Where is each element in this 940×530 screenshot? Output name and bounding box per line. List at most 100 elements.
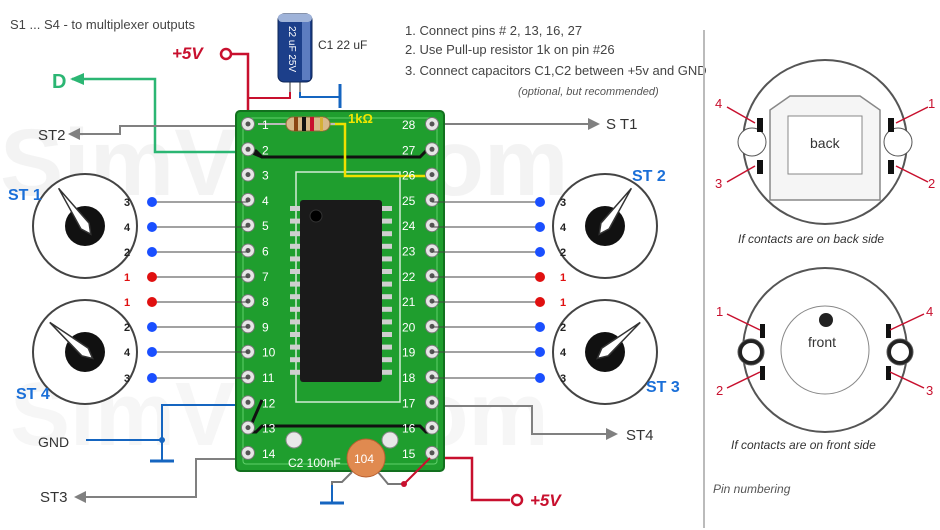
encoder-front-view <box>726 267 925 433</box>
row-dot <box>147 297 157 307</box>
encoder-pin-label: 2 <box>560 322 566 334</box>
chip-leg <box>290 281 300 287</box>
board-pin-label: 15 <box>402 447 416 461</box>
board-pin-hole <box>245 146 251 152</box>
board-pin-label: 26 <box>402 169 416 183</box>
chip-leg <box>290 332 300 337</box>
board-pin-hole <box>245 197 251 203</box>
board-pin-label: 16 <box>402 422 416 436</box>
capacitor-c2-label: C2 100nF <box>288 456 341 470</box>
capacitor-c1-label: C1 22 uF <box>318 38 367 52</box>
resistor-label: 1kΩ <box>348 111 373 126</box>
front-pin-label: 1 <box>716 304 723 319</box>
capacitor-c1 <box>277 13 313 92</box>
chip-leg <box>290 319 300 325</box>
header-note: S1 ... S4 - to multiplexer outputs <box>10 17 195 32</box>
chip-leg <box>382 281 392 287</box>
multiplexer-chip <box>300 200 382 382</box>
board-pin-label: 10 <box>262 346 276 360</box>
board-pin-hole <box>429 172 435 178</box>
label-st3: ST3 <box>40 489 68 506</box>
back-pin-label: 3 <box>715 176 722 191</box>
front-pin-label: 2 <box>716 383 723 398</box>
gnd-junction <box>159 437 165 443</box>
front-pin-label: 4 <box>926 304 933 319</box>
instruction-line: 1. Connect pins # 2, 13, 16, 27 <box>405 23 582 38</box>
back-label: back <box>810 135 841 151</box>
board-pin-label: 3 <box>262 169 269 183</box>
wire-st2 <box>72 125 248 135</box>
board-pin-label: 7 <box>262 270 269 284</box>
board-pin-hole <box>429 121 435 127</box>
encoder-pin-label: 4 <box>124 222 131 234</box>
encoder-pin-label: 1 <box>124 272 130 284</box>
board-pin-hole <box>245 374 251 380</box>
board-pin-label: 18 <box>402 371 416 385</box>
chip-leg <box>382 332 392 337</box>
arrow-st4 <box>606 428 618 440</box>
board-pin-hole <box>429 425 435 431</box>
front-pin-label: 3 <box>926 383 933 398</box>
back-pin-label: 4 <box>715 96 722 111</box>
encoder-pin-label: 2 <box>124 322 130 334</box>
instruction-optional: (optional, but recommended) <box>518 86 659 98</box>
wire-gnd <box>86 404 248 441</box>
label-d: D <box>52 71 66 93</box>
board-pin-label: 14 <box>262 447 276 461</box>
chip-leg <box>290 206 300 211</box>
label-st2: ST2 <box>38 127 66 144</box>
wire-st4 <box>432 405 610 435</box>
encoder-label-st4: ST 4 <box>16 386 50 403</box>
front-caption: If contacts are on front side <box>731 438 876 452</box>
board-pin-hole <box>245 222 251 228</box>
arrow-st2 <box>68 128 80 140</box>
row-dot <box>535 247 545 257</box>
board-pin-hole <box>245 172 251 178</box>
encoder-group <box>32 173 658 405</box>
chip-leg <box>382 243 392 249</box>
wire-plus5v-bottom <box>432 456 510 502</box>
board-pin-hole <box>245 450 251 456</box>
board-pin-label: 24 <box>402 219 416 233</box>
encoder-back-view <box>726 59 929 225</box>
board-pin-hole <box>429 399 435 405</box>
board-pin-hole <box>245 323 251 329</box>
board-pin-label: 13 <box>262 422 276 436</box>
board-pin-hole <box>429 146 435 152</box>
terminal-plus5v-bottom <box>510 493 524 507</box>
label-plus5v-bottom: +5V <box>530 491 562 510</box>
board-pin-label: 22 <box>402 270 416 284</box>
board-pin-hole <box>429 273 435 279</box>
board-pin-label: 11 <box>262 371 275 385</box>
chip-leg <box>382 319 392 325</box>
encoder-pointer <box>596 321 641 360</box>
row-dot <box>535 322 545 332</box>
encoder-pin-label: 2 <box>124 247 130 259</box>
encoder-pin-label: 1 <box>124 297 130 309</box>
chip-leg <box>382 206 392 211</box>
wire-pullup <box>330 122 432 178</box>
chip-leg <box>382 294 392 300</box>
row-dot <box>535 297 545 307</box>
board-pin-hole <box>429 197 435 203</box>
capacitor-c1-body-text: 22 uF 25V <box>286 26 297 72</box>
board-pin-label: 5 <box>262 219 269 233</box>
label-plus5v-top: +5V <box>172 44 204 63</box>
chip-leg <box>290 231 300 237</box>
mounting-hole <box>381 431 399 449</box>
chip-leg <box>382 231 392 237</box>
encoder-pin-label: 1 <box>560 297 566 309</box>
board-pin-label: 6 <box>262 245 269 259</box>
wire-c1-gnd <box>299 90 340 98</box>
chip-leg <box>382 306 392 312</box>
ic-footprint <box>295 171 401 403</box>
encoder-pin-label: 4 <box>560 347 567 359</box>
row-dot <box>535 197 545 207</box>
row-dot <box>147 197 157 207</box>
board-pin-hole <box>429 298 435 304</box>
chip-leg <box>290 306 300 312</box>
chip-leg <box>382 256 392 262</box>
board-pin-label: 1 <box>262 118 269 132</box>
board-inner-border <box>242 117 438 465</box>
row-dot <box>147 373 157 383</box>
